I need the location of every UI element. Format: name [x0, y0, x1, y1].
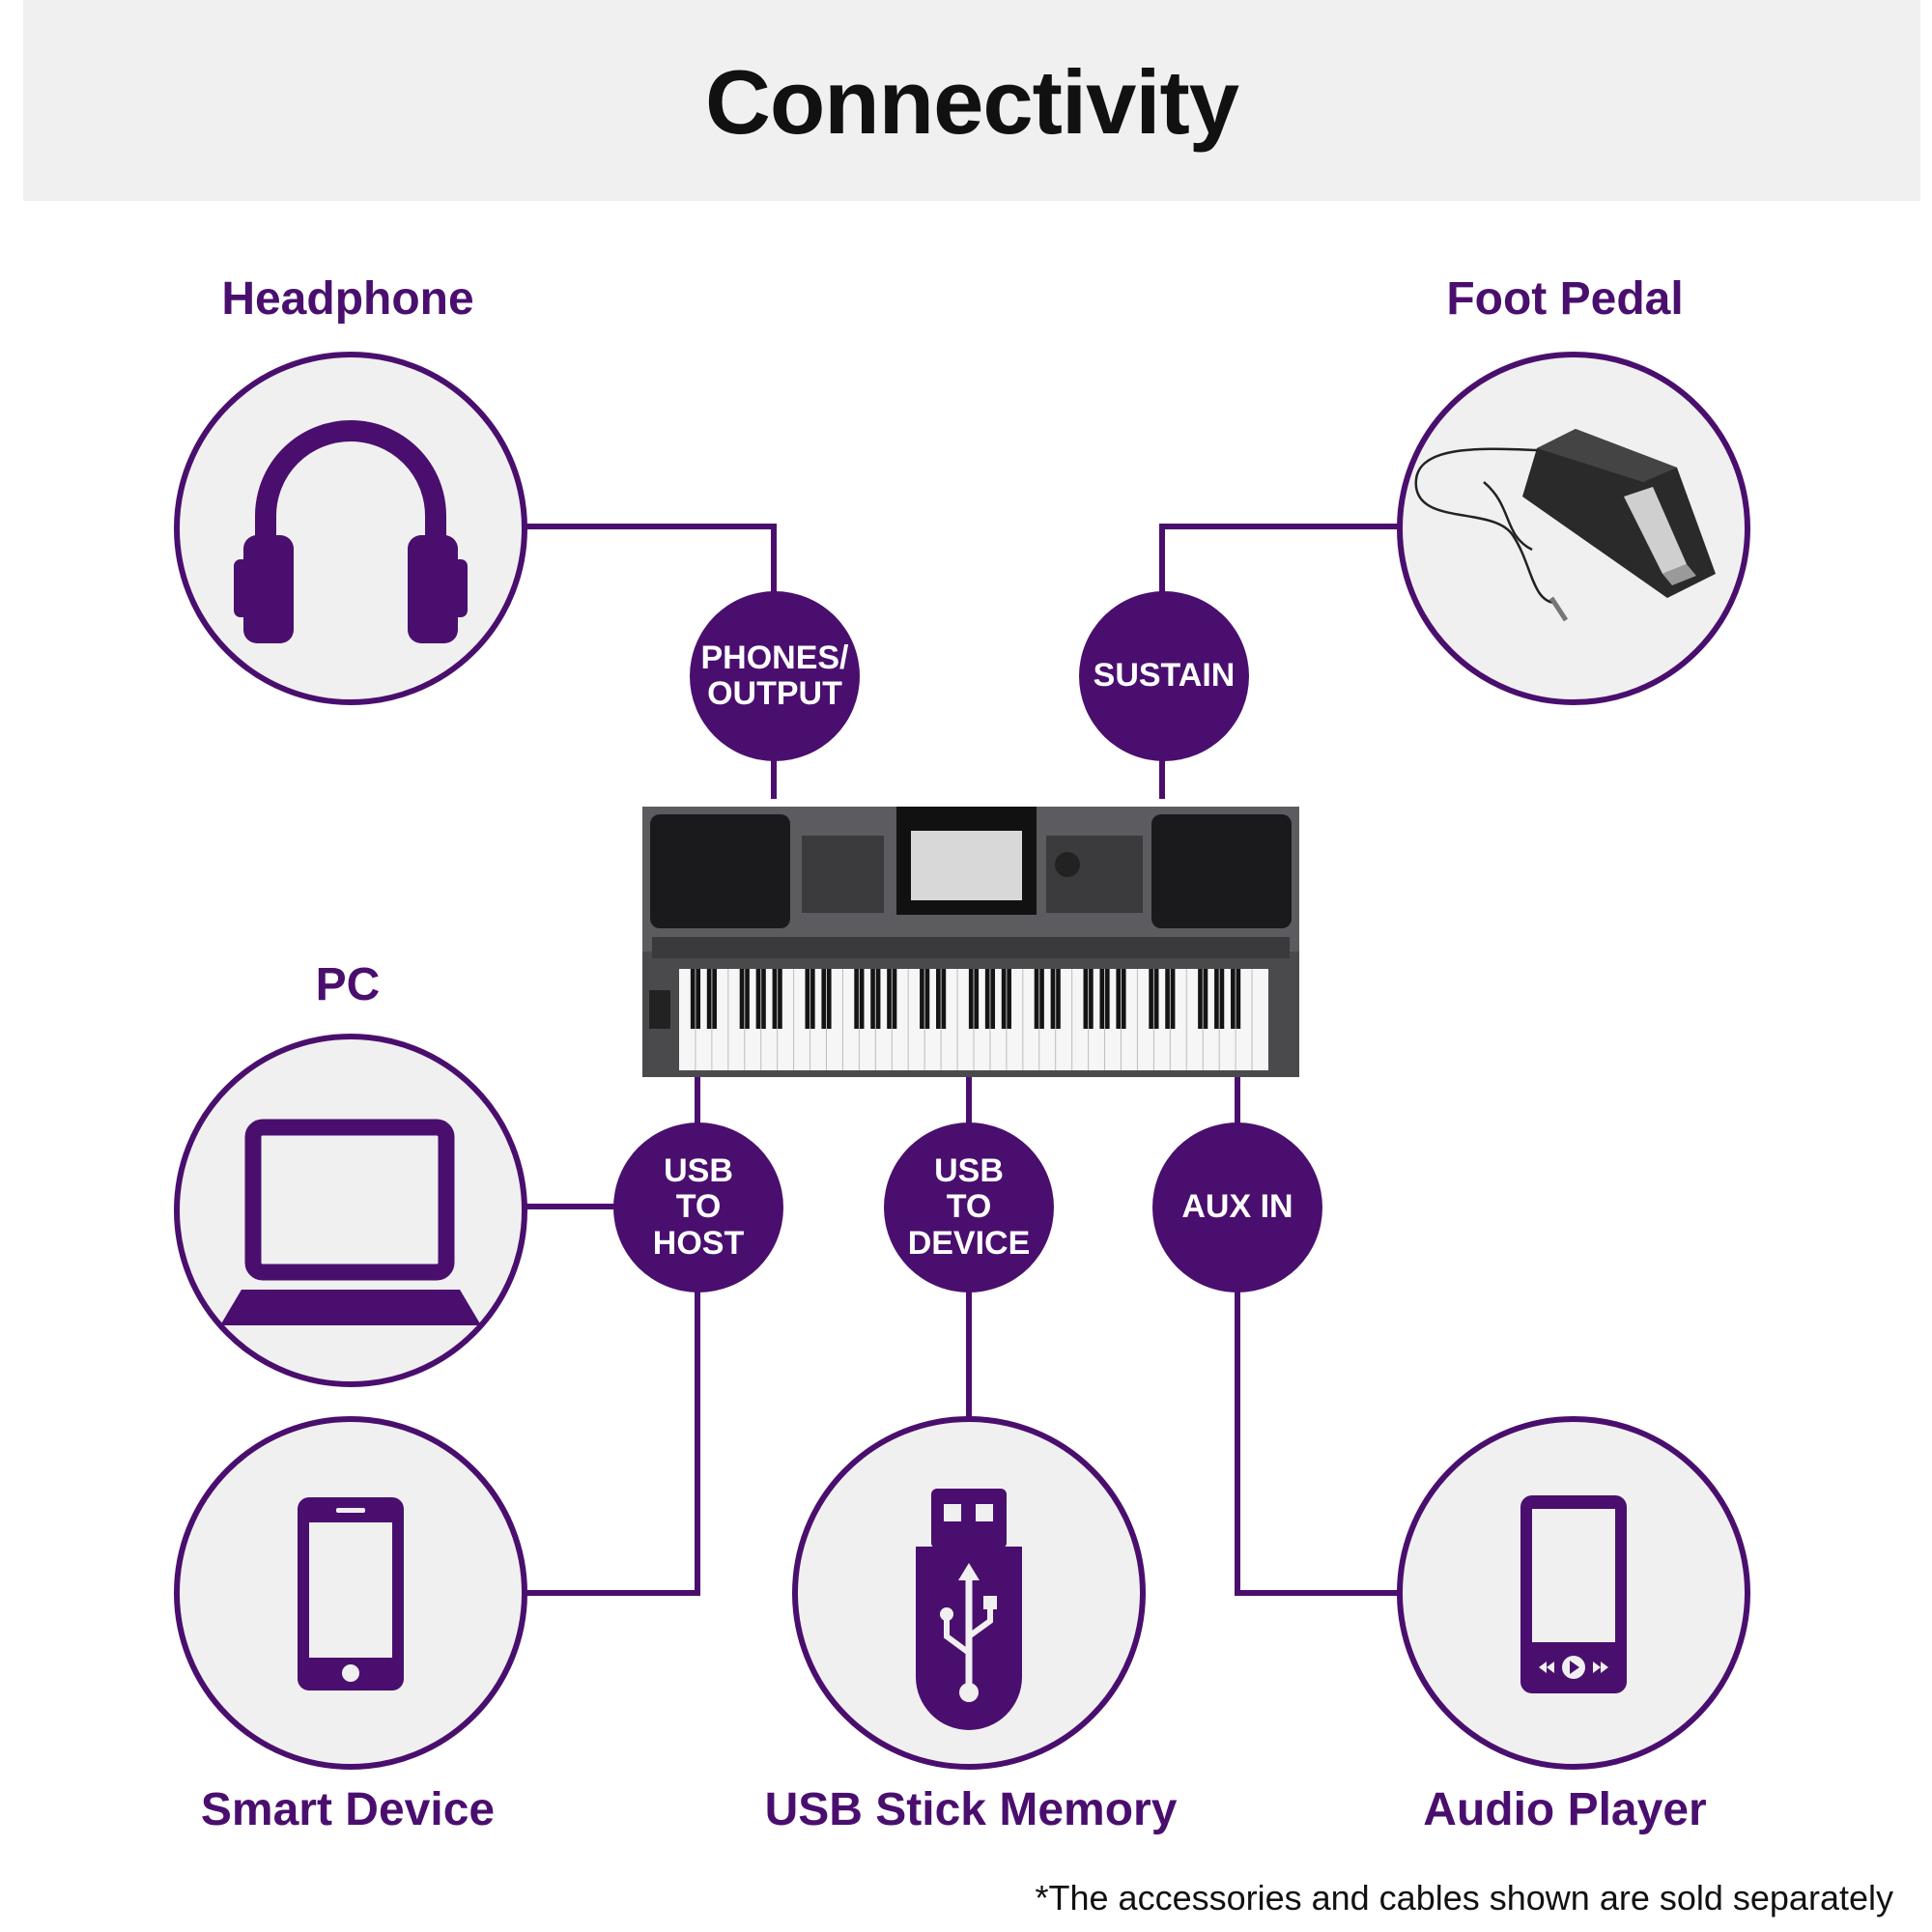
wire-audio-h [1235, 1590, 1408, 1596]
wire-host-v [695, 1072, 700, 1596]
keyboard-image [642, 807, 1299, 1077]
foot-pedal-icon [1414, 429, 1716, 622]
footnote: *The accessories and cables shown are so… [1035, 1878, 1894, 1918]
wire-aux-v [1235, 1072, 1240, 1596]
label-headphone: Headphone [221, 273, 474, 325]
media-player-icon [1520, 1495, 1627, 1693]
label-pc: PC [315, 959, 381, 1010]
label-usb-stick-memory: USB Stick Memory [764, 1784, 1178, 1835]
port-aux-in-line1: AUX IN [1181, 1188, 1293, 1226]
label-audio-player: Audio Player [1423, 1784, 1707, 1835]
pc-circle [174, 1034, 527, 1387]
usb-stick-icon [916, 1489, 1022, 1730]
page-title: Connectivity [704, 51, 1239, 153]
wire-headphone-h [522, 524, 777, 529]
port-usb-to-host-line3: HOST [652, 1224, 745, 1262]
port-aux-in: AUX IN [1152, 1122, 1322, 1293]
smart-device-circle [174, 1416, 527, 1770]
port-usb-to-device-line1: USB [934, 1151, 1004, 1189]
port-phones-output-line1: PHONES/ [700, 639, 849, 676]
wire-smart-h [522, 1590, 700, 1596]
usb-stick-memory-circle [792, 1416, 1146, 1770]
port-usb-to-host-line1: USB [664, 1151, 733, 1189]
headphones-icon [234, 420, 468, 643]
label-foot-pedal: Foot Pedal [1446, 273, 1684, 325]
laptop-icon [220, 1119, 481, 1325]
port-usb-to-host-line2: TO [675, 1188, 722, 1226]
foot-pedal-circle [1397, 352, 1750, 705]
port-phones-output-line2: OUTPUT [707, 675, 842, 712]
port-sustain-line1: SUSTAIN [1093, 657, 1236, 695]
port-phones-output: PHONES/OUTPUT [690, 591, 860, 761]
wire-pc-h [522, 1204, 657, 1209]
port-usb-to-device-line3: DEVICE [907, 1224, 1031, 1262]
audio-player-circle [1397, 1416, 1750, 1770]
port-usb-to-device-line2: TO [946, 1188, 992, 1226]
wire-pedal-h [1159, 524, 1405, 529]
title-banner: Connectivity [23, 0, 1920, 201]
port-sustain: SUSTAIN [1079, 591, 1249, 761]
label-smart-device: Smart Device [200, 1784, 496, 1835]
headphone-circle [174, 352, 527, 705]
smartphone-icon [298, 1497, 404, 1690]
